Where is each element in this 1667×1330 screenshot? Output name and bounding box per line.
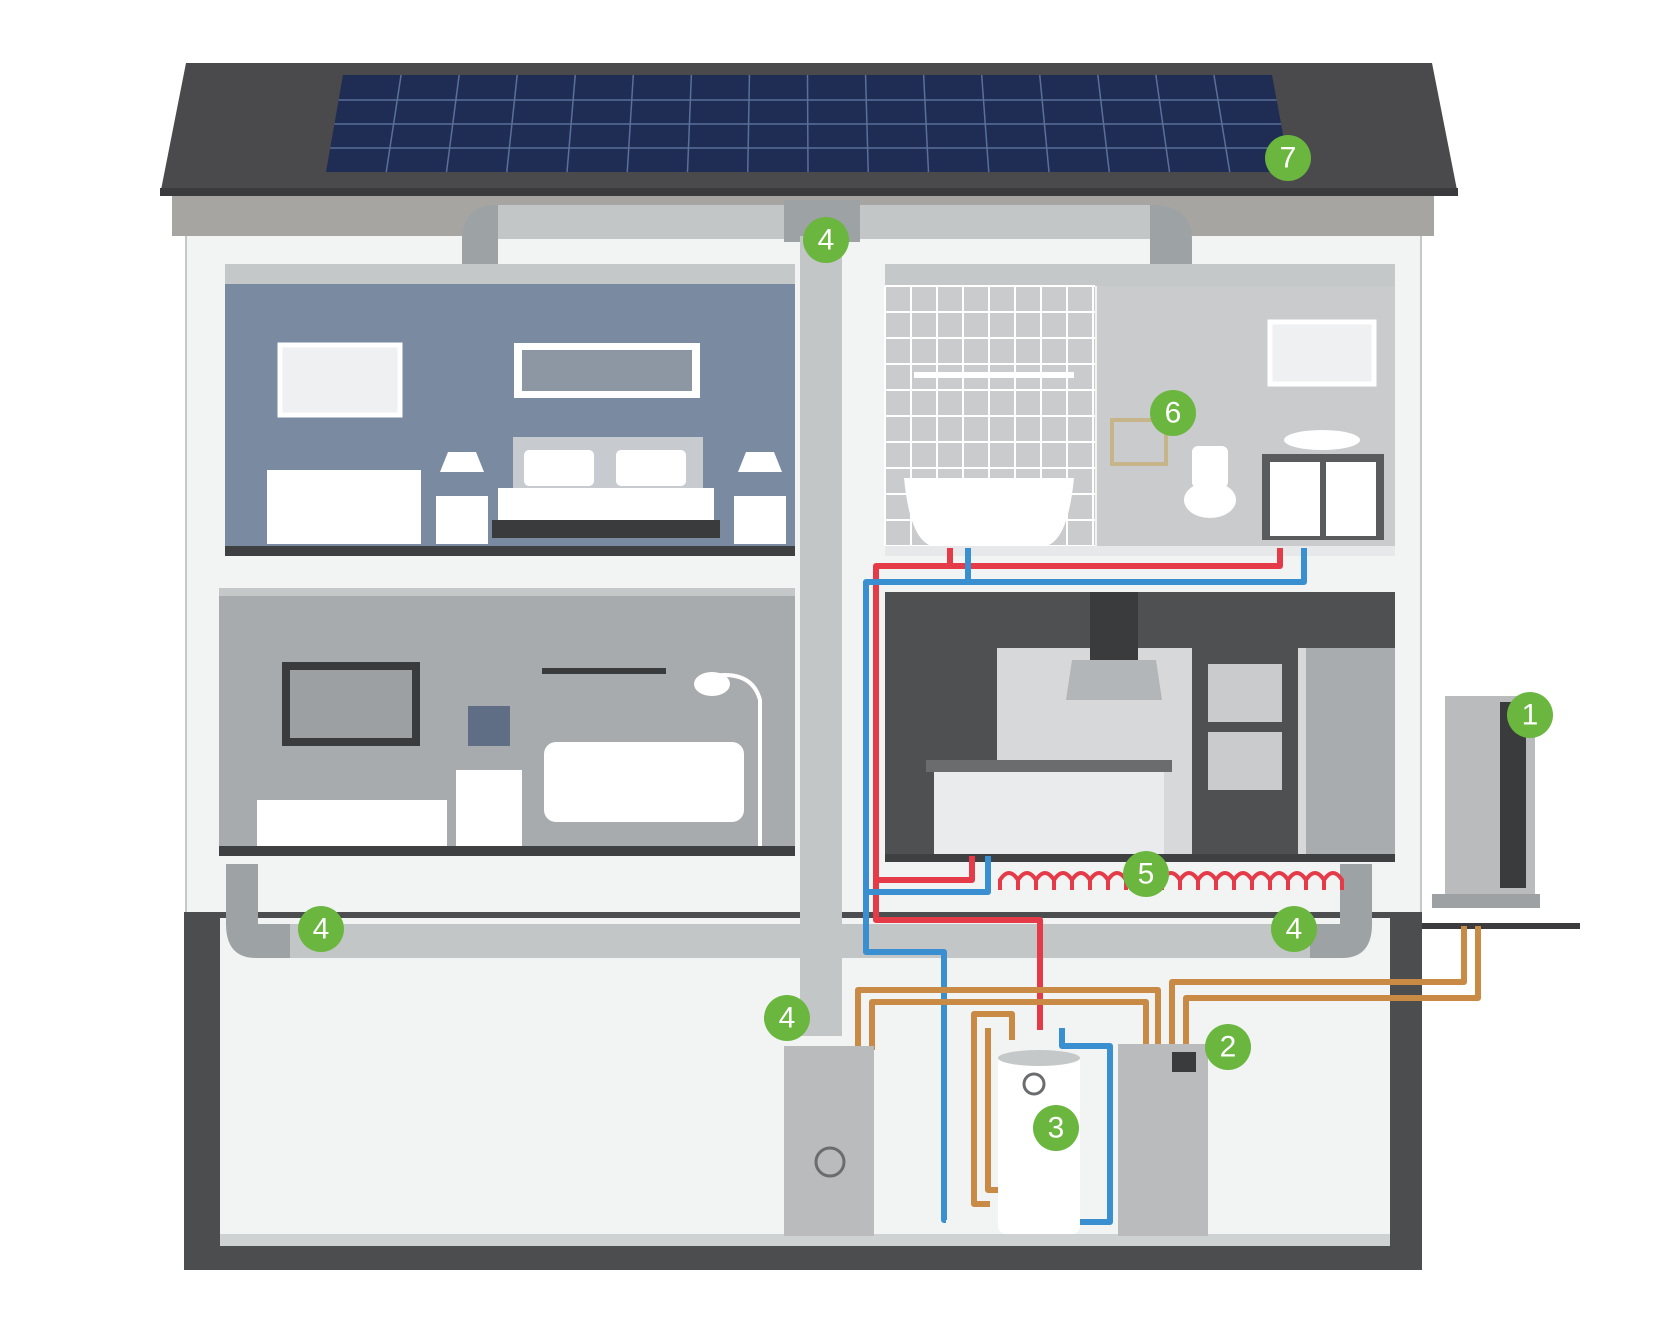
living-room-floor — [219, 846, 795, 856]
solar-panel-array — [326, 74, 1290, 173]
oven-lower — [1208, 732, 1282, 790]
pipes — [855, 548, 1481, 1225]
duct-elbow-left — [462, 205, 498, 264]
numbered-circle-icon: 4 — [764, 995, 810, 1041]
table-lamp — [468, 706, 510, 746]
numbered-circle-icon: 4 — [803, 217, 849, 263]
bathroom — [884, 264, 1395, 556]
floor-duct — [226, 864, 1372, 958]
ground-loop-pipe — [855, 926, 1481, 1207]
lamp-left — [440, 452, 484, 472]
numbered-circle-icon: 2 — [1205, 1024, 1251, 1070]
living-room-ceiling — [219, 588, 795, 596]
wall-art-inner — [522, 350, 692, 391]
kitchen-island — [934, 768, 1164, 854]
duct-floor-elbow-left — [226, 864, 290, 958]
hot-water-pipe — [873, 548, 1283, 1030]
pressure-gauge-icon — [1022, 1072, 1046, 1096]
fan-icon — [814, 1146, 846, 1178]
tv-unit — [257, 800, 447, 846]
bed-base — [492, 520, 720, 538]
bathroom-mirror — [1267, 319, 1377, 387]
wash-basin — [1284, 430, 1360, 450]
ventilation-unit — [784, 1046, 874, 1236]
hot-water-cylinder-top — [998, 1050, 1080, 1066]
marker-3-label: 3 — [1048, 1112, 1065, 1145]
numbered-circle-icon: 4 — [298, 906, 344, 952]
fridge — [1306, 648, 1395, 854]
bed-mattress — [498, 488, 714, 520]
marker-4-roof-label: 4 — [818, 224, 835, 257]
floor-lamp-shade — [694, 672, 730, 696]
marker-1-label: 1 — [1522, 699, 1539, 732]
kitchen-countertop — [926, 760, 1172, 772]
solar-panel-grid — [330, 74, 1286, 173]
roof-eave — [160, 188, 1458, 196]
equipment — [784, 696, 1540, 1236]
marker-4-left-label: 4 — [313, 913, 330, 946]
nightstand-left — [436, 496, 488, 544]
hot-water-cylinder — [998, 1054, 1080, 1234]
pillow-left — [524, 450, 594, 486]
numbered-markers: 1 2 3 4 4 4 4 5 6 7 — [298, 135, 1553, 1151]
kitchen — [885, 592, 1395, 862]
vanity-door-right — [1326, 462, 1376, 536]
side-table — [456, 770, 522, 846]
bathroom-floor — [885, 546, 1395, 556]
toilet-bowl — [1184, 482, 1236, 518]
duct-elbow-right — [1150, 205, 1192, 264]
numbered-circle-icon: 4 — [1271, 906, 1317, 952]
marker-7-label: 7 — [1280, 142, 1297, 175]
dresser — [267, 470, 421, 544]
ground-source-heat-pump — [1118, 1044, 1208, 1236]
numbered-circle-icon: 5 — [1123, 851, 1169, 897]
wall-shelf — [542, 668, 666, 674]
nightstand-right — [734, 496, 786, 544]
extractor-hood — [1090, 592, 1138, 660]
bedroom-ceiling — [225, 264, 795, 284]
cold-water-pipe — [863, 548, 1307, 1225]
marker-2-label: 2 — [1220, 1031, 1237, 1064]
towel-radiator — [1110, 418, 1168, 466]
living-room — [219, 588, 795, 856]
underfloor-heating-coil — [998, 871, 1344, 890]
bathroom-shelf — [914, 372, 1074, 378]
oven-upper — [1208, 664, 1282, 722]
bathtub — [904, 478, 1074, 546]
toilet-cistern — [1192, 446, 1228, 488]
basement — [184, 912, 1580, 1270]
pillow-right — [616, 450, 686, 486]
numbered-circle-icon: 7 — [1265, 135, 1311, 181]
duct-vertical-center — [800, 236, 842, 1036]
bedroom — [225, 264, 795, 556]
numbered-circle-icon: 6 — [1150, 390, 1196, 436]
extractor-hood-canopy — [1066, 660, 1162, 700]
duct-floor-elbow-right — [1310, 864, 1372, 958]
marker-5-label: 5 — [1138, 858, 1155, 891]
ground-line — [1422, 923, 1580, 929]
marker-4-unit-label: 4 — [779, 1002, 796, 1035]
television-screen — [290, 670, 412, 738]
marker-4-right-label: 4 — [1286, 913, 1303, 946]
mirror — [277, 342, 403, 418]
numbered-circle-icon: 3 — [1033, 1105, 1079, 1151]
lamp-right — [738, 452, 782, 472]
basement-floor — [220, 1234, 1390, 1246]
bedroom-floor — [225, 546, 795, 556]
sofa — [544, 742, 744, 822]
numbered-circle-icon: 1 — [1507, 692, 1553, 738]
heat-pump-control-panel — [1172, 1052, 1196, 1072]
vanity-door-left — [1270, 462, 1320, 536]
kitchen-upper-cabinets — [885, 592, 1395, 648]
bathroom-ceiling — [885, 264, 1395, 286]
outdoor-heat-pump-base — [1432, 894, 1540, 908]
marker-6-label: 6 — [1165, 397, 1182, 430]
duct-floor-horizontal — [254, 924, 1314, 958]
